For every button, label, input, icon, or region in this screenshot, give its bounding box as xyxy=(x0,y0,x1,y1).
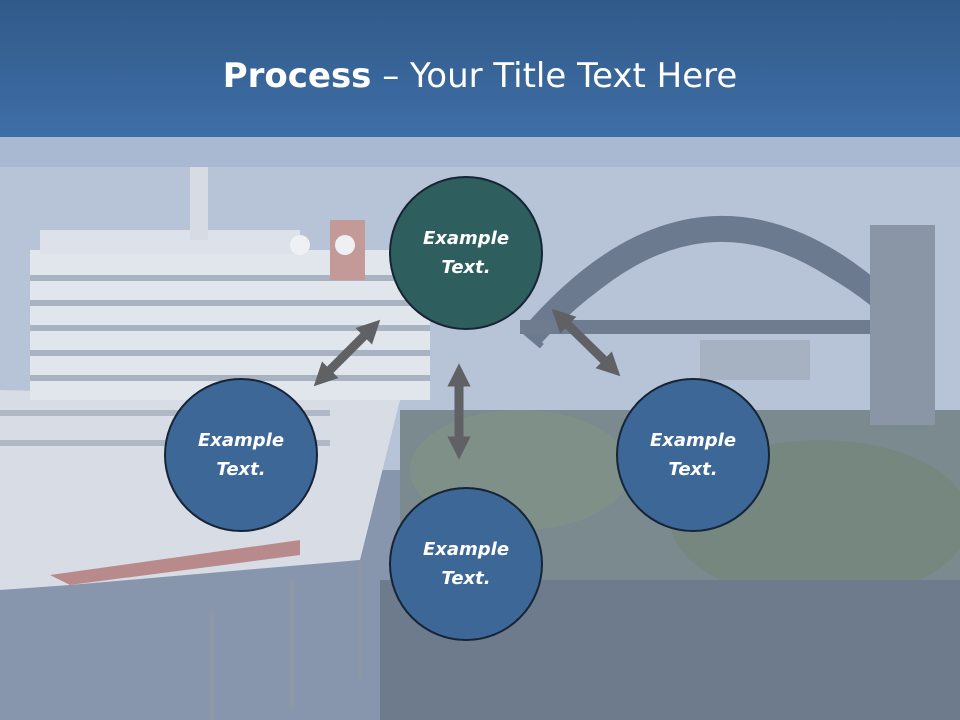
process-node-right-label: Example Text. xyxy=(649,430,737,480)
title-keyword: Process xyxy=(222,56,372,96)
arrow-top-left xyxy=(313,319,381,387)
process-node-bottom[interactable]: Example Text. xyxy=(389,487,543,641)
process-node-top[interactable]: Example Text. xyxy=(389,176,543,330)
title-bar xyxy=(0,0,960,137)
process-node-left-label: Example Text. xyxy=(197,430,285,480)
process-node-bottom-label: Example Text. xyxy=(422,539,510,589)
arrow-top-right xyxy=(551,308,621,377)
process-node-right[interactable]: Example Text. xyxy=(616,378,770,532)
process-node-top-label: Example Text. xyxy=(422,228,510,278)
slide-title[interactable]: Process – Your Title Text Here xyxy=(0,54,960,98)
title-text: – Your Title Text Here xyxy=(371,56,738,96)
header-divider-band xyxy=(0,137,960,167)
process-node-left[interactable]: Example Text. xyxy=(164,378,318,532)
